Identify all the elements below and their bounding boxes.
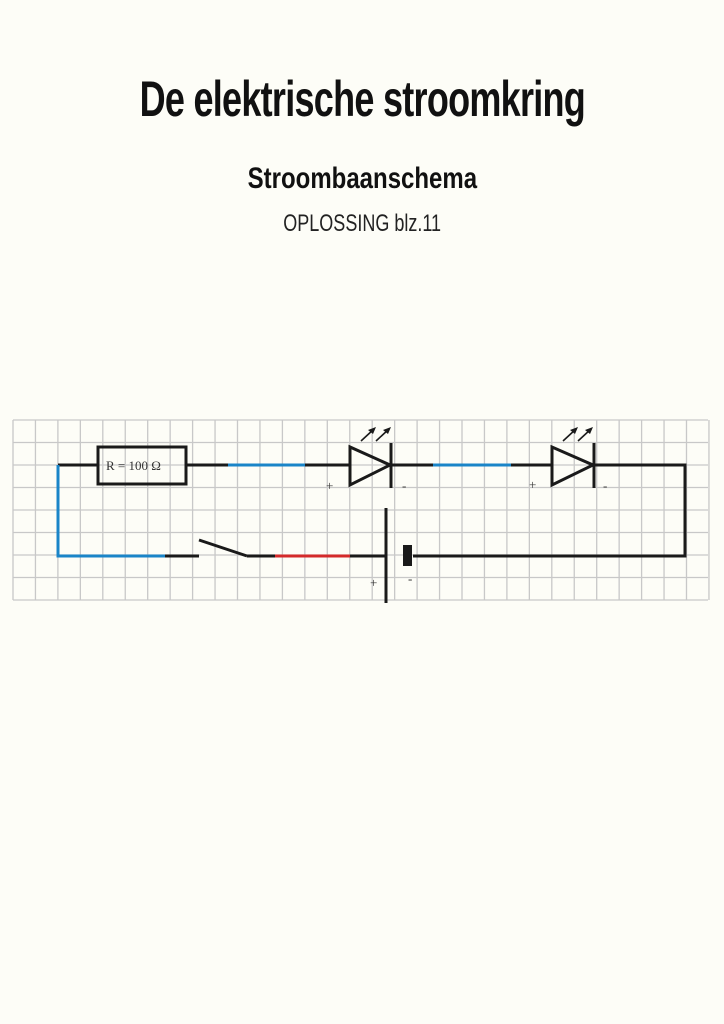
led-1 — [348, 444, 394, 488]
battery-short-plate — [403, 545, 412, 566]
page-title: De elektrische stroomkring — [0, 70, 724, 128]
page-title-text: De elektrische stroomkring — [139, 71, 585, 127]
solution-label-text: OPLOSSING blz.11 — [283, 210, 441, 237]
wire — [413, 463, 687, 558]
led-2-minus: - — [603, 478, 607, 493]
resistor-label: R = 100 Ω — [106, 458, 161, 473]
solution-label: OPLOSSING blz.11 — [0, 210, 724, 238]
battery-minus: - — [408, 571, 412, 586]
led-2 — [550, 444, 597, 488]
switch[interactable] — [198, 538, 248, 558]
arrow-heads — [368, 427, 593, 434]
page-subtitle-text: Stroombaanschema — [247, 162, 477, 195]
led-1-plus: + — [326, 478, 333, 493]
wire-blue — [56, 465, 165, 558]
led-2-plus: + — [529, 477, 536, 492]
led-1-minus: - — [402, 478, 406, 493]
page-subtitle: Stroombaanschema — [0, 162, 724, 196]
grid-paper — [12, 419, 710, 601]
battery-plus: + — [370, 575, 377, 590]
